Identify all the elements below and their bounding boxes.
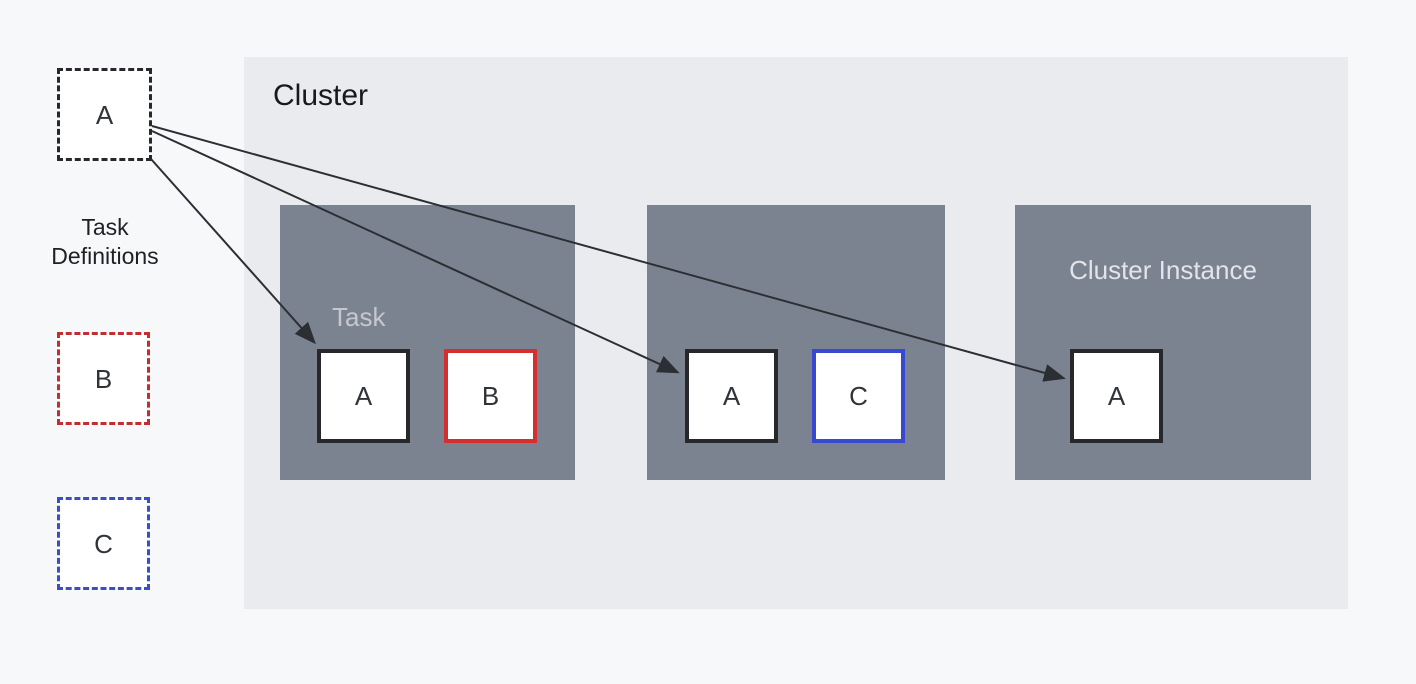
instance-1-task-b-label: B <box>481 381 500 411</box>
instance-1-task-a-label: A <box>354 381 373 411</box>
instance-1-label: Task <box>332 302 386 332</box>
instance-2-task-c: C <box>812 349 905 443</box>
instance-1-task-a: A <box>317 349 410 443</box>
cluster-instance-1: Task A B <box>280 205 575 480</box>
cluster-instance-3: Cluster Instance A <box>1015 205 1311 480</box>
task-definition-a: A <box>57 68 152 161</box>
cluster-instance-2: A C <box>647 205 945 480</box>
instance-2-task-a: A <box>685 349 778 443</box>
cluster-container: Cluster Task A B A C Cluster Instance A <box>244 57 1348 609</box>
cluster-title: Cluster <box>273 79 369 112</box>
instance-3-task-a-label: A <box>1107 381 1126 411</box>
instance-2-task-a-label: A <box>722 381 741 411</box>
task-definition-b: B <box>57 332 150 425</box>
instance-3-label: Cluster Instance <box>1069 255 1257 285</box>
task-definition-c: C <box>57 497 150 590</box>
instance-2-task-c-label: C <box>849 381 868 411</box>
task-definitions-caption: Task Definitions <box>51 214 159 270</box>
task-definition-a-label: A <box>95 99 114 130</box>
instance-3-task-a: A <box>1070 349 1163 443</box>
task-definition-b-label: B <box>94 363 113 394</box>
instance-1-task-b: B <box>444 349 537 443</box>
task-definition-c-label: C <box>94 528 113 559</box>
